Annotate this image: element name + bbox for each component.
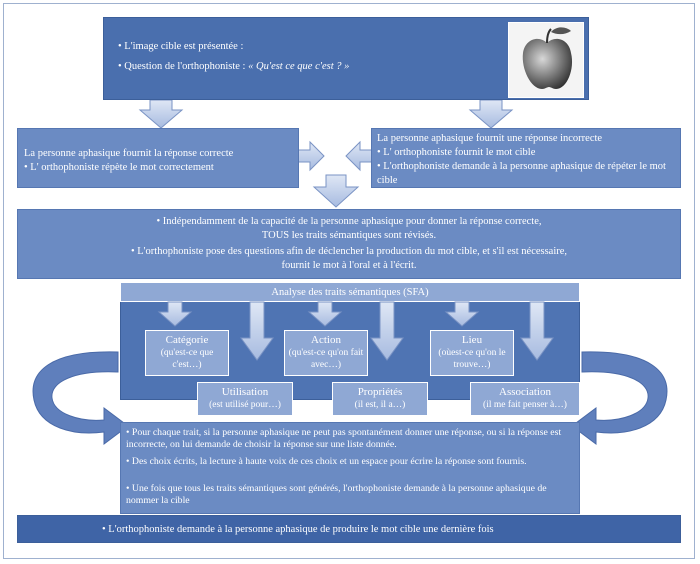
final-line: • L'orthophoniste demande à la personne …	[102, 524, 494, 535]
sfa-arrow-1	[157, 301, 193, 327]
correct-line1: La personne aphasique fournit la réponse…	[24, 148, 234, 159]
feature-proprietes: Propriétés (il est, il a…)	[332, 382, 428, 416]
choice-instructions-box: • Pour chaque trait, si la personne apha…	[120, 422, 580, 514]
choice-line1: • Pour chaque trait, si la personne apha…	[126, 427, 562, 451]
incorrect-response-box: La personne aphasique fournit une répons…	[371, 128, 681, 188]
feature-lieu: Lieu (oùest-ce qu'on le trouve…)	[430, 330, 514, 376]
down-arrow-center	[312, 174, 360, 208]
apple-image	[508, 22, 584, 98]
figure-frame	[3, 3, 695, 559]
sfa-arrow-3	[307, 301, 343, 327]
incorrect-line2: • L' orthophoniste fournit le mot cible	[377, 147, 536, 158]
review-line3: • L'orthophoniste pose des questions afi…	[130, 246, 568, 257]
final-box: • L'orthophoniste demande à la personne …	[17, 515, 681, 543]
review-line4: fournit le mot à l'oral et à l'écrit.	[281, 260, 417, 271]
sfa-arrow-2	[240, 301, 274, 361]
choice-line2: • Des choix écrits, la lecture à haute v…	[126, 456, 527, 467]
curved-arrow-left	[32, 351, 129, 445]
down-arrow-left	[138, 99, 184, 129]
sfa-arrow-5	[444, 301, 480, 327]
feature-association: Association (il me fait penser à…)	[470, 382, 580, 416]
correct-line2: • L' orthophoniste répète le mot correct…	[24, 162, 214, 173]
feature-action: Action (qu'est-ce qu'on fait avec…)	[284, 330, 368, 376]
apple-icon	[522, 27, 573, 89]
incorrect-line3: • L'orthophoniste demande à la personne …	[377, 161, 666, 186]
sfa-title-bar: Analyse des traits sémantiques (SFA)	[120, 282, 580, 302]
top-line2: • Question de l'orthophoniste : « Qu'est…	[118, 61, 350, 72]
sfa-arrow-6	[520, 301, 554, 361]
feature-utilisation: Utilisation (est utilisé pour…)	[197, 382, 293, 416]
feature-categorie: Catégorie (qu'est-ce que c'est…)	[145, 330, 229, 376]
review-box: • Indépendamment de la capacité de la pe…	[17, 209, 681, 279]
question-quote: « Qu'est ce que c'est ? »	[248, 61, 350, 72]
top-box: • L'image cible est présentée : • Questi…	[103, 17, 589, 100]
review-line2: TOUS les traits sémantiques sont révisés…	[261, 230, 437, 241]
correct-response-box: La personne aphasique fournit la réponse…	[17, 128, 299, 188]
review-line1: • Indépendamment de la capacité de la pe…	[156, 216, 542, 227]
sfa-arrow-4	[370, 301, 404, 361]
sfa-title: Analyse des traits sémantiques (SFA)	[271, 287, 429, 298]
incorrect-line1: La personne aphasique fournit une répons…	[377, 133, 603, 144]
top-line1: • L'image cible est présentée :	[118, 41, 244, 52]
choice-line3: • Une fois que tous les traits sémantiqu…	[126, 483, 547, 507]
down-arrow-right	[468, 99, 514, 129]
curved-arrow-right	[571, 351, 668, 445]
